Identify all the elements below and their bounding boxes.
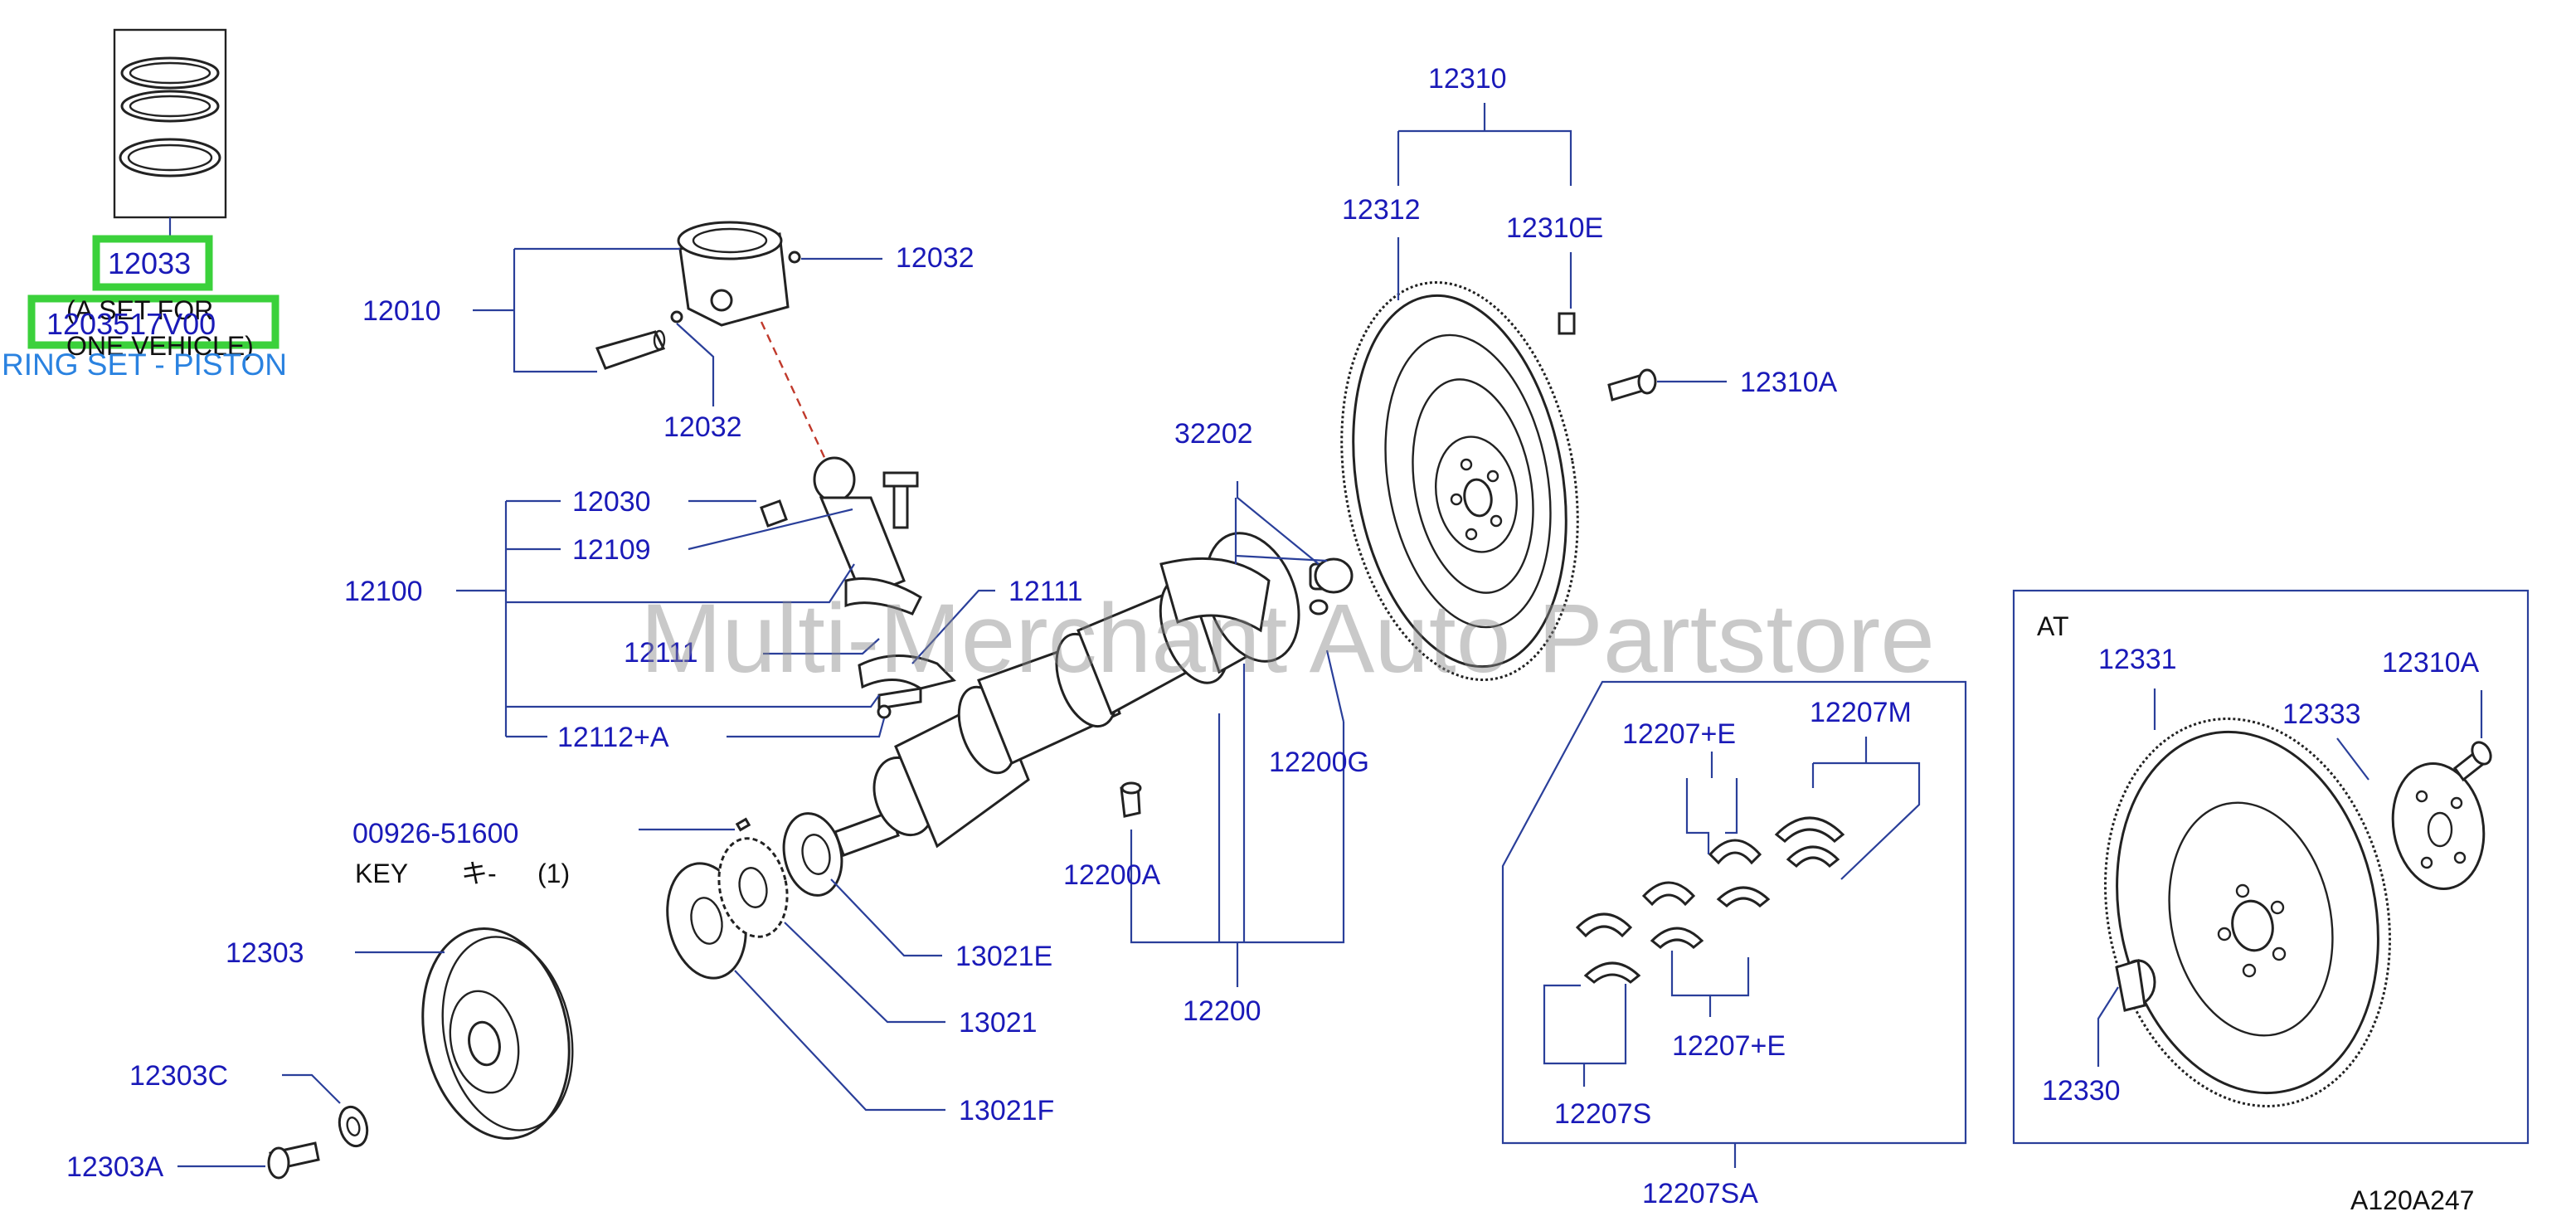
- highlight-box-12033: [92, 235, 213, 291]
- part-32202[interactable]: 32202: [1174, 418, 1253, 450]
- at-panel-label: AT: [2037, 611, 2069, 641]
- set-note-line1: (A SET FOR: [66, 295, 213, 325]
- part-12303c[interactable]: 12303C: [129, 1060, 228, 1092]
- part-12333[interactable]: 12333: [2282, 698, 2361, 730]
- part-13021e[interactable]: 13021E: [955, 941, 1052, 972]
- part-12310[interactable]: 12310: [1428, 63, 1507, 95]
- drive-plate-illustration: [2104, 718, 2492, 1107]
- ring-set-piston-label[interactable]: RING SET - PISTON: [2, 348, 287, 382]
- bearing-panel-frame: [1501, 680, 1967, 1145]
- part-12312[interactable]: 12312: [1342, 194, 1421, 226]
- part-12109[interactable]: 12109: [572, 534, 651, 566]
- connecting-rod-illustration: [760, 456, 956, 719]
- part-12100[interactable]: 12100: [344, 576, 423, 607]
- part-12030[interactable]: 12030: [572, 486, 651, 518]
- part-12310a[interactable]: 12310A: [1740, 367, 1838, 398]
- part-12032-bottom[interactable]: 12032: [663, 411, 742, 443]
- highlight-box-1203517v00: [27, 294, 279, 349]
- part-13021f[interactable]: 13021F: [959, 1095, 1054, 1126]
- part-00926-51600[interactable]: 00926-51600: [352, 818, 518, 849]
- key-quantity: (1): [537, 859, 570, 888]
- watermark: Multi-Merchant Auto Partstore: [640, 584, 1935, 693]
- part-12331[interactable]: 12331: [2098, 644, 2177, 675]
- part-12207e-bottom[interactable]: 12207+E: [1672, 1030, 1786, 1062]
- key-label-jp: キ-: [461, 859, 497, 888]
- diagram-code: A120A247: [2350, 1185, 2474, 1215]
- part-12033[interactable]: 12033: [108, 246, 191, 280]
- part-13021[interactable]: 13021: [959, 1007, 1038, 1039]
- part-12200g[interactable]: 12200G: [1269, 747, 1369, 778]
- part-12200a[interactable]: 12200A: [1063, 859, 1161, 891]
- part-12207m[interactable]: 12207M: [1810, 697, 1912, 728]
- crankshaft-illustration: [735, 532, 1354, 857]
- key-label: KEY: [355, 859, 408, 888]
- part-12111-left[interactable]: 12111: [624, 637, 698, 669]
- crank-sprocket-illustration: [666, 812, 843, 980]
- part-1203517v00[interactable]: 1203517V00: [46, 307, 216, 341]
- part-12112a[interactable]: 12112+A: [557, 722, 669, 753]
- part-12207sa[interactable]: 12207SA: [1642, 1178, 1758, 1209]
- part-12310a-at[interactable]: 12310A: [2382, 647, 2480, 679]
- part-12111-right[interactable]: 12111: [1009, 576, 1083, 607]
- part-12310e[interactable]: 12310E: [1506, 212, 1603, 244]
- piston-illustration: [595, 221, 829, 465]
- part-12303[interactable]: 12303: [226, 937, 304, 969]
- piston-ring-set-illustration: [113, 28, 227, 239]
- set-note-line2: ONE VEHICLE): [66, 331, 254, 361]
- part-12032-top[interactable]: 12032: [896, 242, 975, 274]
- part-12207s[interactable]: 12207S: [1554, 1098, 1651, 1130]
- part-12010[interactable]: 12010: [362, 295, 441, 327]
- at-panel-frame: [2012, 589, 2530, 1145]
- part-12207e-top[interactable]: 12207+E: [1622, 718, 1736, 750]
- main-bearings-illustration: [1575, 816, 1845, 984]
- part-12303a[interactable]: 12303A: [66, 1151, 164, 1183]
- part-12200[interactable]: 12200: [1183, 995, 1261, 1027]
- part-12330[interactable]: 12330: [2042, 1075, 2121, 1107]
- flywheel-illustration: [1340, 280, 1657, 682]
- crank-pulley-illustration: [267, 927, 574, 1180]
